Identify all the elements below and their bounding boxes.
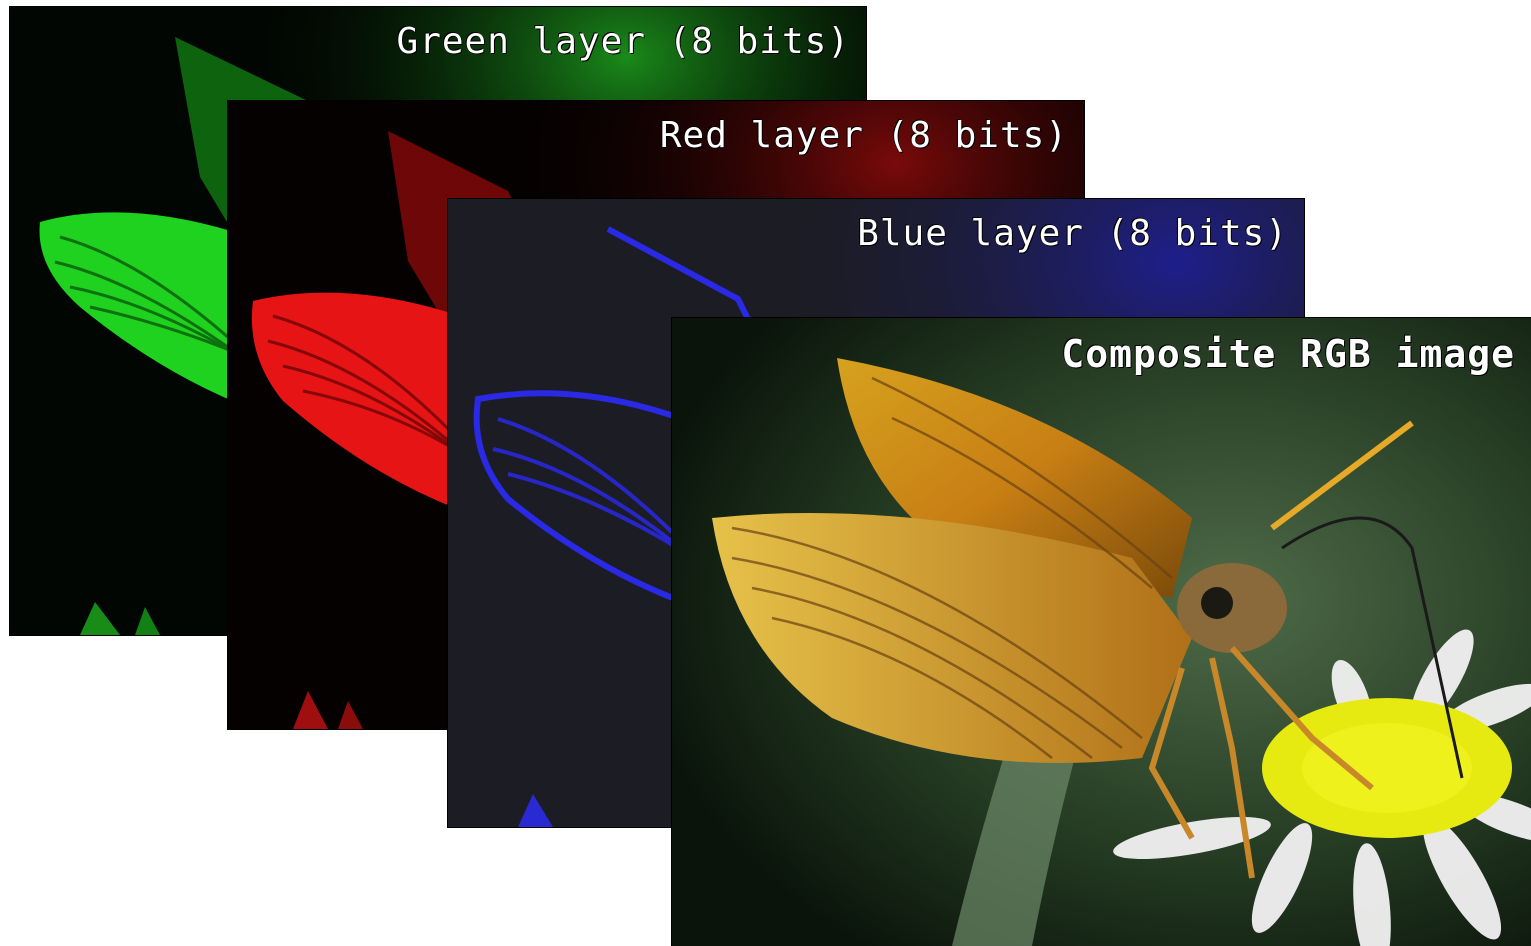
composite-butterfly-photo [672,318,1531,946]
composite-layer-label: Composite RGB image [1061,332,1515,376]
blue-layer-label: Blue layer (8 bits) [857,213,1288,254]
composite-layer-panel: Composite RGB image [672,318,1531,946]
red-layer-label: Red layer (8 bits) [660,115,1068,156]
green-layer-label: Green layer (8 bits) [397,21,850,62]
